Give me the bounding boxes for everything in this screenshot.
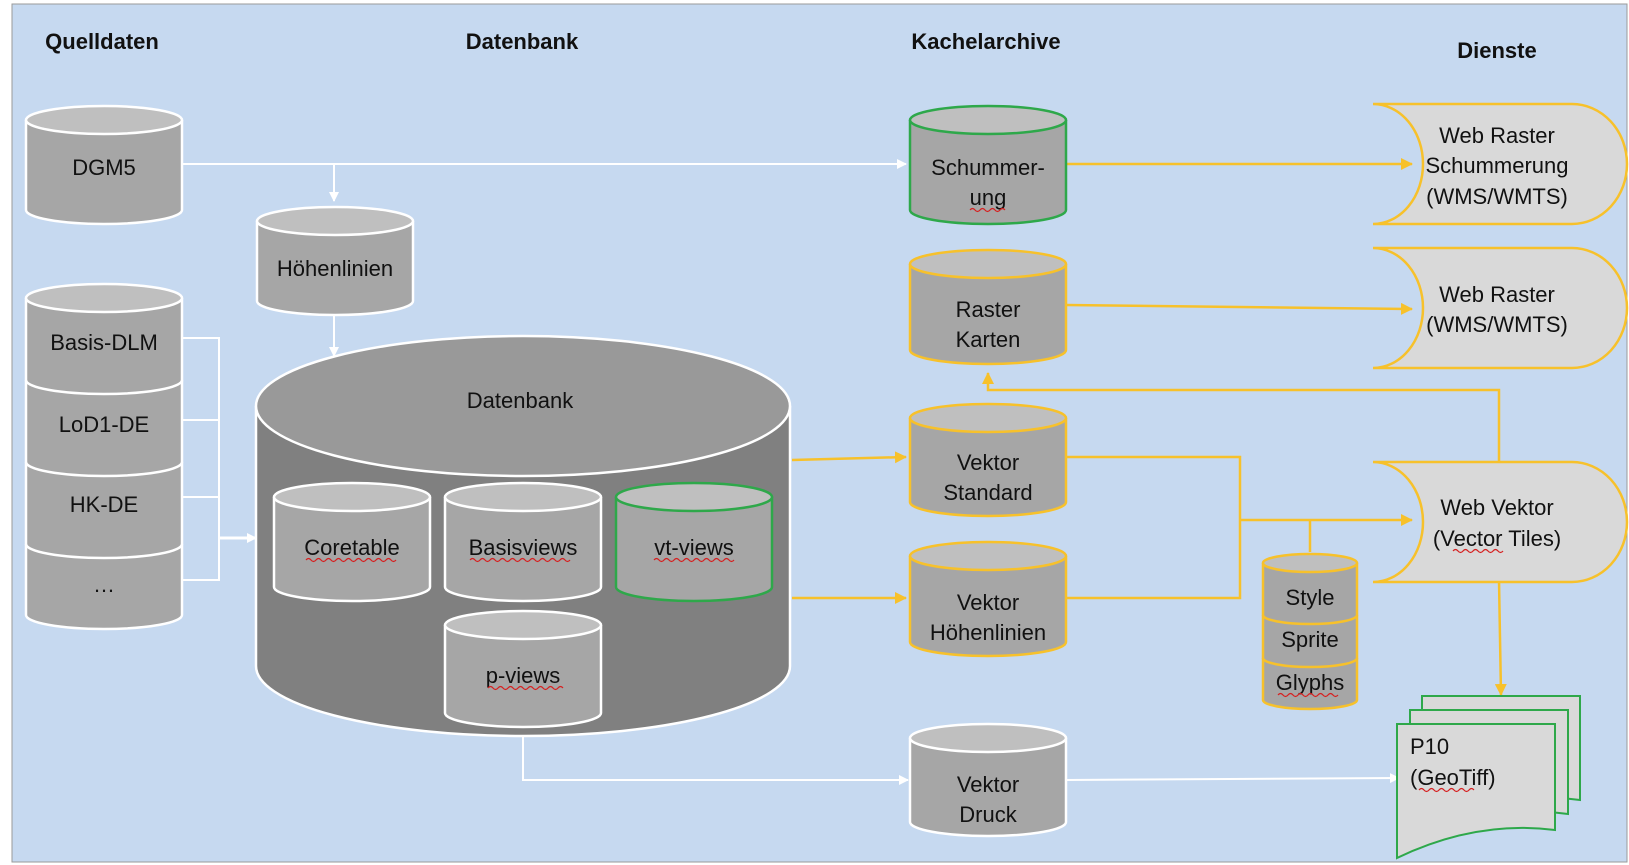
label-wrs-3: (WMS/WMTS) xyxy=(1426,184,1568,209)
label-hoehenlinien: Höhenlinien xyxy=(277,256,393,281)
cylinder-vektor-druck: Vektor Druck xyxy=(908,722,1068,838)
label-wv-1: Web Vektor xyxy=(1440,495,1553,520)
label-vektor-druck-2: Druck xyxy=(959,802,1017,827)
stack-quelldaten: Basis-DLM LoD1-DE HK-DE … xyxy=(24,282,184,631)
header-quelldaten: Quelldaten xyxy=(45,29,159,54)
label-p-views: p-views xyxy=(486,663,561,688)
label-vektor-hoehenlinien-2: Höhenlinien xyxy=(930,620,1046,645)
bracket-quelldaten xyxy=(182,337,220,581)
label-vektor-standard-1: Vektor xyxy=(957,450,1019,475)
cylinder-schummerung: Schummer- ung xyxy=(908,104,1068,226)
cylinder-p-views: p-views xyxy=(443,609,603,729)
label-p10-2: (GeoTiff) xyxy=(1410,765,1496,790)
arrow-vektor-to-web-vektor xyxy=(1066,455,1412,600)
label-datenbank: Datenbank xyxy=(467,388,574,413)
cylinder-dgm5: DGM5 xyxy=(24,104,184,226)
arrow-raster-to-service xyxy=(1065,302,1413,315)
label-raster-karten-2: Karten xyxy=(956,327,1021,352)
orange-connectors xyxy=(791,158,1507,696)
label-schummerung-1: Schummer- xyxy=(931,155,1045,180)
label-hk-de: HK-DE xyxy=(70,492,138,517)
stack-style-sprite-glyphs: Style Sprite Glyphs xyxy=(1261,552,1359,711)
label-vektor-hoehenlinien-1: Vektor xyxy=(957,590,1019,615)
cylinder-vt-views: vt-views xyxy=(614,481,774,603)
label-schummerung-2: ung xyxy=(970,185,1007,210)
label-basisviews: Basisviews xyxy=(469,535,578,560)
label-wrs-2: Schummerung xyxy=(1425,153,1568,178)
label-lod1-de: LoD1-DE xyxy=(59,412,149,437)
label-basis-dlm: Basis-DLM xyxy=(50,330,158,355)
label-p10-1: P10 xyxy=(1410,734,1449,759)
label-vektor-druck-1: Vektor xyxy=(957,772,1019,797)
cylinder-vektor-hoehenlinien: Vektor Höhenlinien xyxy=(908,540,1068,658)
cylinder-coretable: Coretable xyxy=(272,481,432,603)
label-wv-2: (Vector Tiles) xyxy=(1433,526,1561,551)
label-vt-views: vt-views xyxy=(654,535,733,560)
arrow-druck-to-p10 xyxy=(1065,773,1400,784)
label-style: Style xyxy=(1286,585,1335,610)
document-p10: P10 (GeoTiff) xyxy=(1396,695,1581,860)
cylinder-raster-karten: Raster Karten xyxy=(908,248,1068,366)
label-wrs-1: Web Raster xyxy=(1439,123,1555,148)
header-datenbank: Datenbank xyxy=(466,29,579,54)
service-web-vektor: Web Vektor (Vector Tiles) xyxy=(1372,460,1629,584)
service-web-raster: Web Raster (WMS/WMTS) xyxy=(1372,246,1629,370)
label-ellipsis: … xyxy=(93,572,115,597)
diagram-background xyxy=(11,3,1628,863)
label-glyphs: Glyphs xyxy=(1276,670,1344,695)
label-raster-karten-1: Raster xyxy=(956,297,1021,322)
label-coretable: Coretable xyxy=(304,535,399,560)
arrow-db-to-vektor-standard xyxy=(791,451,907,464)
header-dienste: Dienste xyxy=(1457,38,1536,63)
cylinder-basisviews: Basisviews xyxy=(443,481,603,603)
header-kachelarchive: Kachelarchive xyxy=(911,29,1060,54)
label-wr-2: (WMS/WMTS) xyxy=(1426,312,1568,337)
cylinder-vektor-standard: Vektor Standard xyxy=(908,402,1068,518)
arrow-web-vektor-to-p10 xyxy=(1494,579,1507,696)
arrow-web-vektor-to-raster xyxy=(982,372,1501,463)
cylinder-hoehenlinien: Höhenlinien xyxy=(255,205,415,317)
label-sprite: Sprite xyxy=(1281,627,1338,652)
label-wr-1: Web Raster xyxy=(1439,282,1555,307)
label-dgm5: DGM5 xyxy=(72,155,136,180)
label-vektor-standard-2: Standard xyxy=(943,480,1032,505)
service-web-raster-schummerung: Web Raster Schummerung (WMS/WMTS) xyxy=(1372,102,1629,226)
